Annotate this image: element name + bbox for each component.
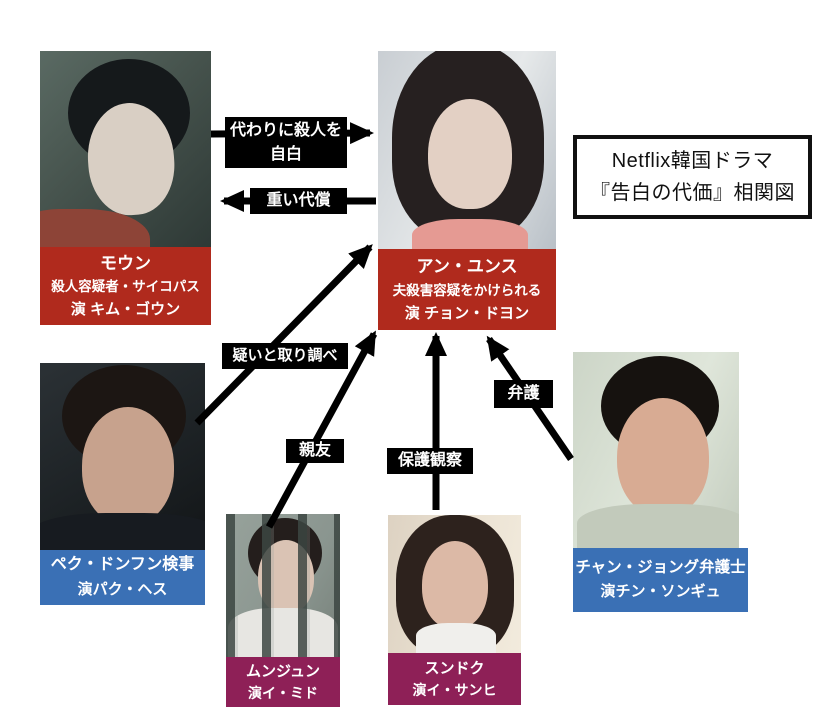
photo-jang (573, 352, 739, 548)
torso-shape (416, 623, 496, 653)
name-label-jang: チャン・ジョング弁護士 演チン・ソンギュ (573, 548, 748, 612)
character-actor: 演 チョン・ドヨン (404, 304, 530, 322)
relation-label-bestfriend: 親友 (286, 439, 344, 463)
title-line2: 『告白の代価』相関図 (590, 182, 795, 204)
name-label-moeun: モウン 殺人容疑者・サイコパス 演 キム・ゴウン (40, 247, 211, 325)
title-line1: Netflix韓国ドラマ (611, 150, 774, 172)
character-name: ムンジュン (246, 662, 320, 680)
photo-baek (40, 363, 205, 550)
torso-shape (577, 504, 739, 548)
relation-text: 代わりに殺人を (229, 121, 342, 139)
relation-text: 自白 (269, 145, 302, 163)
character-name: アン・ユンス (416, 257, 518, 277)
arrow-suspicion (194, 244, 373, 426)
arrow-bestfriend (265, 330, 378, 529)
face-shape (422, 541, 488, 629)
face-shape (82, 407, 174, 525)
name-label-yunsu: アン・ユンス 夫殺害容疑をかけられる 演 チョン・ドヨン (378, 249, 556, 330)
character-actor: 演パク・ヘス (77, 581, 168, 599)
relation-label-confess: 代わりに殺人を 自白 (225, 117, 347, 168)
character-actor: 演イ・ミド (248, 684, 318, 701)
character-actor: 演チン・ソンギュ (600, 583, 721, 601)
name-label-munjun: ムンジュン 演イ・ミド (226, 657, 340, 707)
torso-shape (412, 219, 528, 249)
character-name: ペク・ドンフン検事 (50, 556, 195, 574)
face-shape (428, 99, 512, 209)
relation-label-defense: 弁護 (494, 380, 553, 408)
photo-munjun (226, 514, 340, 657)
title-box: Netflix韓国ドラマ 『告白の代価』相関図 (573, 135, 812, 219)
character-actor: 演 キム・ゴウン (70, 301, 181, 318)
character-desc: 夫殺害容疑をかけられる (392, 282, 542, 298)
character-actor: 演イ・サンヒ (412, 681, 497, 698)
relation-label-suspicion: 疑いと取り調べ (222, 343, 348, 369)
relation-text: 保護観察 (397, 452, 462, 469)
photo-yunsu (378, 51, 556, 249)
torso-shape (40, 513, 205, 550)
photo-sundeok (388, 515, 521, 653)
relation-text: 親友 (298, 442, 331, 459)
relation-label-probation: 保護観察 (387, 448, 473, 474)
character-name: スンドク (424, 659, 485, 677)
name-label-sundeok: スンドク 演イ・サンヒ (388, 653, 521, 705)
relation-label-price: 重い代償 (250, 188, 347, 214)
name-label-baek: ペク・ドンフン検事 演パク・ヘス (40, 550, 205, 605)
jail-bars (226, 514, 340, 657)
photo-moeun (40, 51, 211, 247)
relation-text: 疑いと取り調べ (232, 346, 338, 364)
character-desc: 殺人容疑者・サイコパス (51, 279, 200, 295)
relation-text: 弁護 (507, 385, 540, 402)
character-name: チャン・ジョング弁護士 (575, 559, 746, 577)
relation-text: 重い代償 (266, 192, 331, 209)
character-name: モウン (100, 253, 151, 273)
face-shape (617, 398, 709, 516)
